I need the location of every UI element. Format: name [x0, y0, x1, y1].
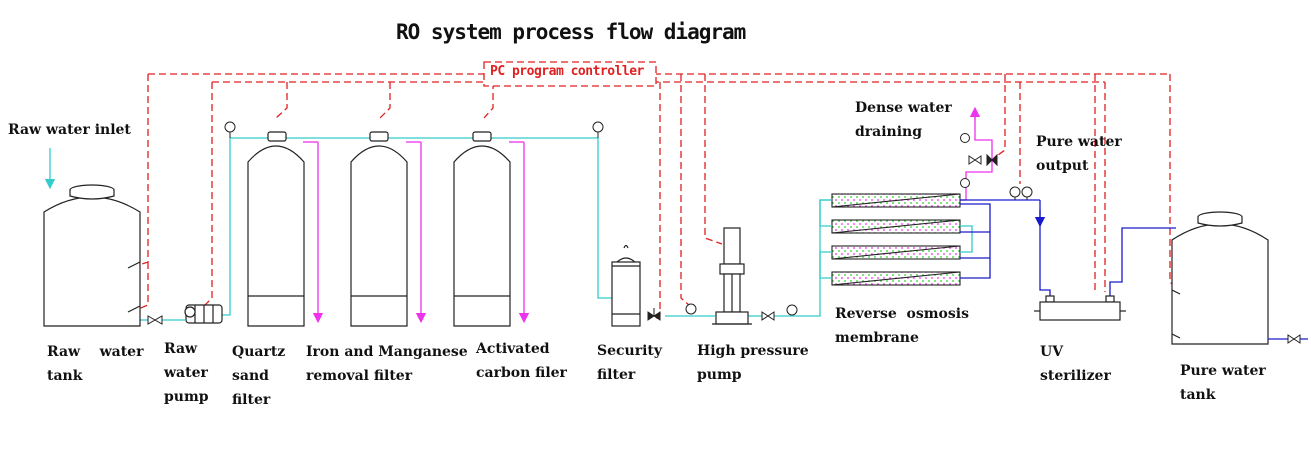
high-pressure-pump-shape — [712, 227, 752, 325]
label-raw-water-pump: Raw water pump — [164, 341, 209, 405]
uv-sterilizer-shape — [1034, 295, 1126, 321]
pure-outlet — [1268, 334, 1308, 344]
membrane-cyan-links — [819, 199, 973, 279]
activated-carbon-filter-shape — [453, 131, 511, 327]
dense-water-valves — [960, 133, 998, 188]
pure-water-output-label: Pure water output — [1036, 134, 1122, 174]
quartz-sand-filter-shape — [247, 131, 305, 327]
pressure-gauges — [224, 121, 604, 138]
label-quartz-sand-filter: Quartz sand filter — [232, 344, 286, 408]
label-uv-sterilizer: UV sterilizer — [1040, 344, 1111, 384]
ro-membranes — [831, 193, 961, 286]
label-raw-water-tank: Raw water tank — [47, 344, 144, 384]
drain-lines — [303, 106, 993, 324]
security-filter-shape — [611, 244, 641, 327]
gauge-pump-inlet — [685, 303, 697, 315]
pure-water-pipes — [960, 199, 1176, 296]
iron-manganese-filter-shape — [350, 131, 408, 327]
pump-outlet-valve — [761, 304, 798, 321]
inlet-valve — [147, 315, 163, 325]
diagram-title: RO system process flow diagram — [396, 20, 746, 44]
raw-water-pump-shape — [184, 304, 223, 324]
label-high-pressure-pump: High pressure pump — [697, 343, 809, 383]
pure-water-tank-shape — [1171, 211, 1269, 345]
raw-water-inlet-label: Raw water inlet — [8, 122, 131, 138]
output-gauges — [1009, 186, 1033, 200]
label-pure-water-tank: Pure water tank — [1180, 363, 1266, 403]
dense-water-label: Dense water draining — [855, 100, 952, 140]
label-activated-carbon-filter: Activated carbon filer — [476, 341, 567, 381]
label-ro-membrane: Reverse osmosis membrane — [835, 306, 969, 346]
raw-water-tank-shape — [43, 184, 141, 327]
label-security-filter: Security filter — [597, 343, 663, 383]
security-valve — [647, 308, 661, 321]
label-iron-manganese-filter: Iron and Manganese removal filter — [306, 344, 468, 384]
controller-label: PC program controller — [488, 64, 646, 79]
